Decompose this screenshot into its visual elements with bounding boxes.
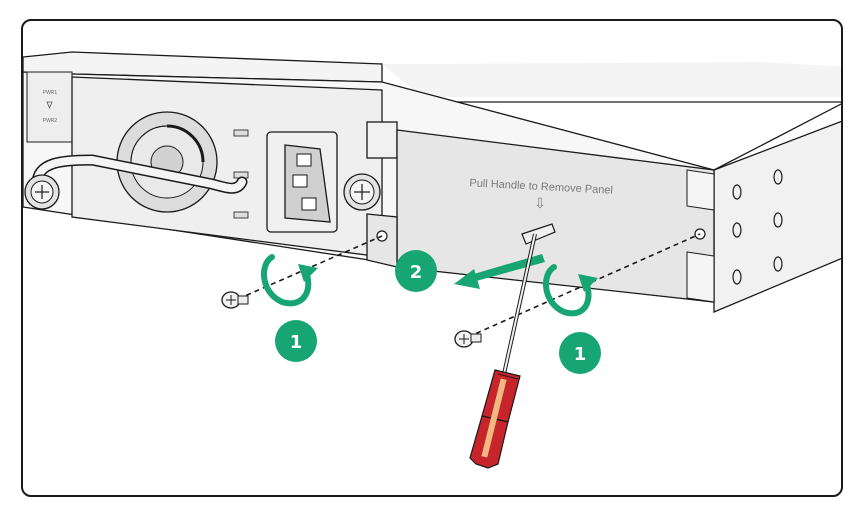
chassis-top-right bbox=[382, 62, 841, 97]
power-socket-icon bbox=[266, 131, 338, 233]
step-badge-2: 2 bbox=[395, 250, 437, 292]
illustration-frame: PWR1 PWR2 bbox=[21, 19, 843, 497]
screw-icon bbox=[221, 291, 249, 309]
screw-icon bbox=[454, 330, 482, 348]
power-supply-module bbox=[24, 76, 383, 258]
pull-arrow-icon bbox=[454, 254, 545, 289]
psu-led-label-2: PWR2 bbox=[43, 118, 58, 124]
panel-down-arrow-icon: ⇩ bbox=[534, 195, 546, 211]
chassis-side bbox=[713, 120, 841, 313]
psu-led-label-1: PWR1 bbox=[43, 90, 58, 96]
screw-guide-left bbox=[237, 235, 383, 300]
filler-panel: Pull Handle to Remove Panel ⇩ bbox=[366, 129, 715, 303]
panel-handle bbox=[521, 223, 556, 245]
svg-text:2: 2 bbox=[410, 262, 423, 283]
svg-text:1: 1 bbox=[290, 332, 303, 353]
step-badge-1-right: 1 bbox=[559, 332, 601, 374]
rotate-arrow-icon bbox=[542, 264, 598, 317]
fan-icon bbox=[116, 111, 218, 213]
side-mounting-holes bbox=[732, 169, 783, 285]
step-badge-1-left: 1 bbox=[275, 320, 317, 362]
rotate-arrow-icon bbox=[260, 254, 318, 307]
psu-thumbscrew-right bbox=[343, 173, 381, 211]
psu-thumbscrew-left bbox=[24, 174, 60, 210]
screwdriver-icon bbox=[469, 233, 537, 469]
svg-text:1: 1 bbox=[574, 344, 587, 365]
installation-diagram: PWR1 PWR2 bbox=[23, 51, 841, 469]
